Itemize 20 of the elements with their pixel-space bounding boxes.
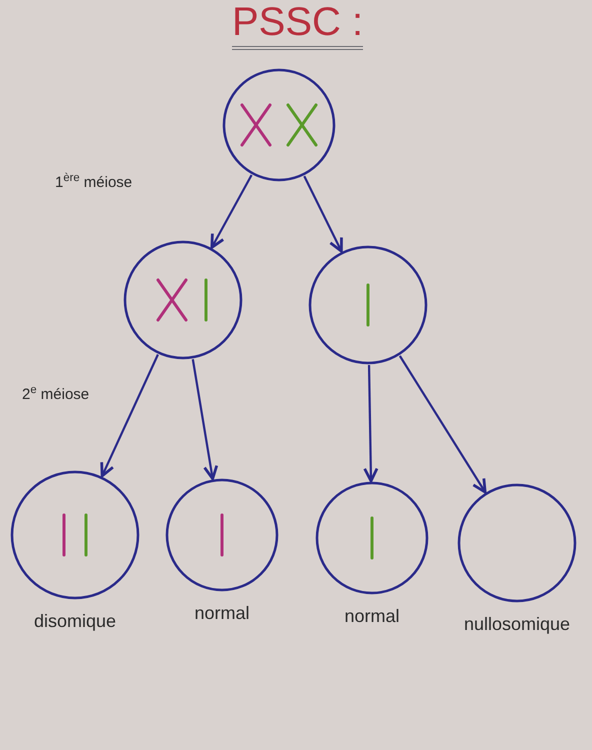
title: PSSC : xyxy=(232,2,364,50)
cell-circle xyxy=(10,470,140,600)
arrow xyxy=(192,359,218,480)
cell-circle xyxy=(222,68,336,182)
arrow xyxy=(303,176,343,253)
arrow xyxy=(363,364,378,482)
cell-caption: normal xyxy=(343,605,401,628)
cell-circle xyxy=(457,483,577,603)
arrow xyxy=(100,354,159,478)
cell-circle xyxy=(165,478,279,592)
stage-label: 1$^{ère}$ méiose xyxy=(55,172,132,193)
arrow xyxy=(398,355,487,494)
cell-circle xyxy=(123,240,243,360)
cell-caption: nullosomique xyxy=(462,613,572,636)
cell-caption: normal xyxy=(193,602,251,625)
stage-label: 2$^{e}$ méiose xyxy=(22,384,90,405)
cell-circle xyxy=(315,481,429,595)
cell-caption: disomique xyxy=(32,610,118,633)
cell-circle xyxy=(308,245,428,365)
arrow xyxy=(210,174,253,249)
